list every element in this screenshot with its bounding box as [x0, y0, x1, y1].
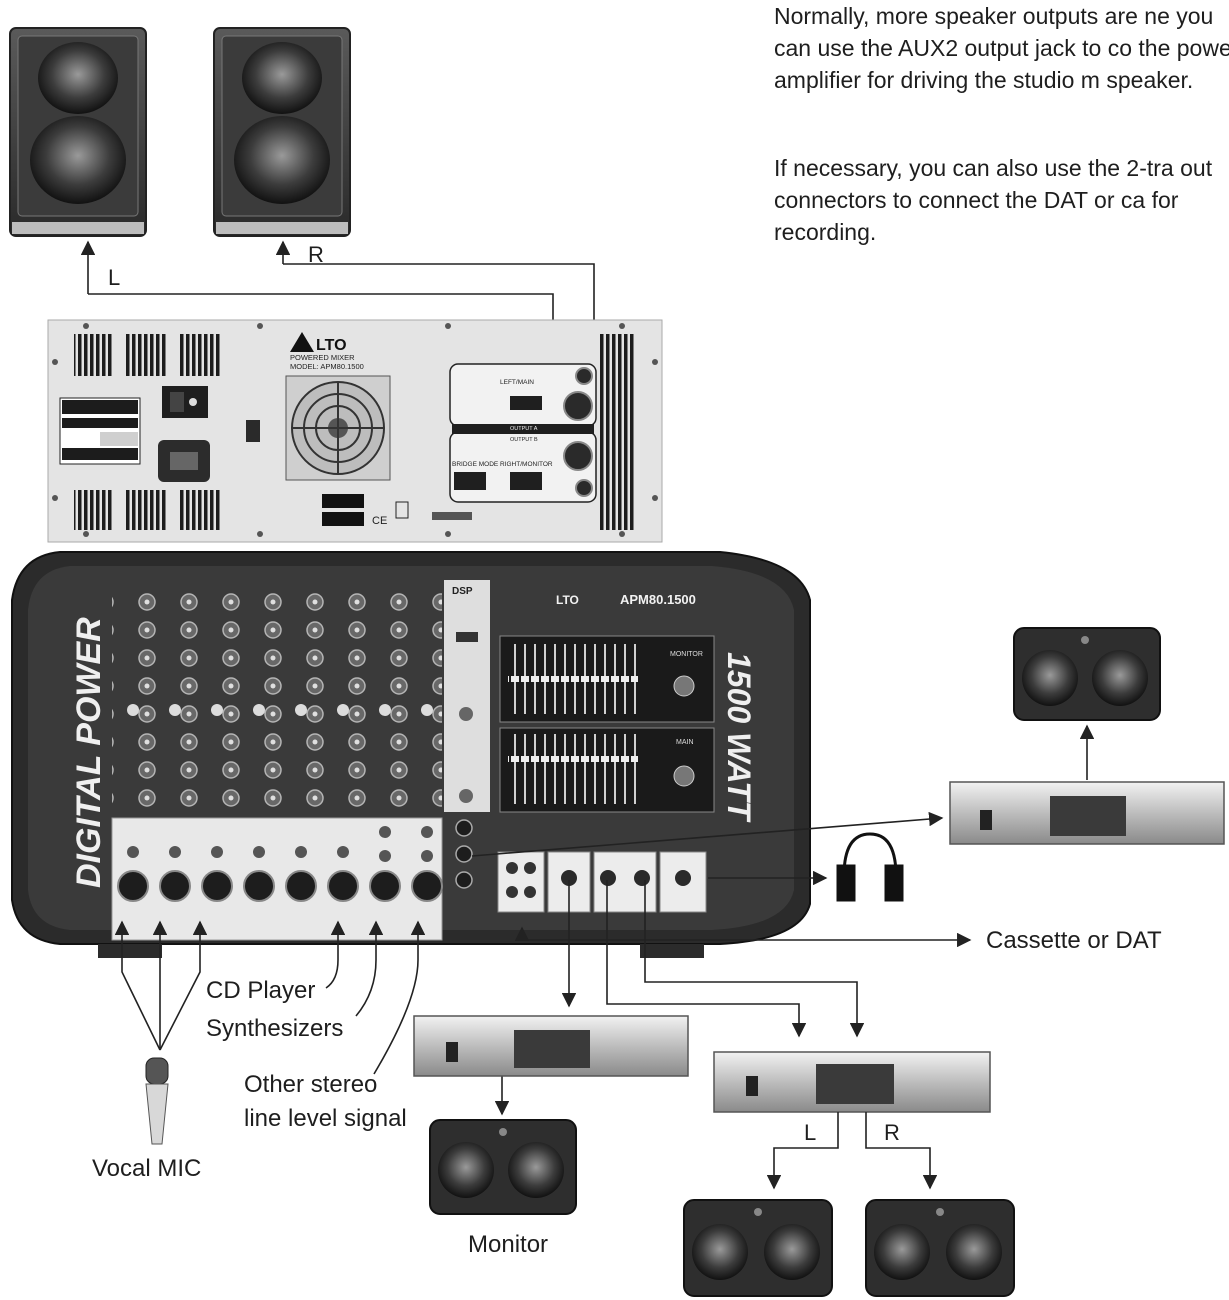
power-amp-monitor — [413, 1015, 689, 1077]
intro-paragraph-2: If necessary, you can also use the 2-tra… — [774, 155, 1213, 245]
studio-monitor-top — [1013, 627, 1161, 721]
watt-text: 1500 WATT — [721, 652, 757, 823]
speaker-left-label: L — [108, 265, 120, 290]
mixer-model: APM80.1500 — [620, 592, 696, 607]
power-amp-right — [949, 781, 1225, 845]
monitor-label: Monitor — [468, 1231, 548, 1258]
svg-text:CE: CE — [372, 515, 387, 527]
rear-line2: MODEL: APM80.1500 — [290, 362, 364, 371]
cd-player-label: CD Player — [206, 977, 315, 1004]
headphones-icon — [836, 832, 904, 902]
intro-paragraph-1: Normally, more speaker outputs are ne yo… — [774, 3, 1229, 93]
mixer-brand: LTO — [556, 593, 579, 607]
amp-left-label: L — [804, 1120, 816, 1145]
main-out-connections — [766, 1112, 938, 1190]
tape-out-connection — [514, 926, 972, 948]
output-b-label: OUTPUT B — [510, 437, 538, 443]
power-amp-main — [713, 1051, 991, 1113]
output-a-label: OUTPUT A — [510, 426, 538, 432]
speaker-right-label: R — [308, 242, 324, 267]
monitor-out-connections — [494, 880, 865, 1116]
synthesizers-label: Synthesizers — [206, 1015, 343, 1042]
digital-power-text: DIGITAL POWER — [70, 617, 108, 888]
main-eq-label: MAIN — [676, 739, 694, 746]
bridge-mode-label: BRIDGE MODE — [452, 461, 499, 468]
mixer-front: DSP LTO APM80.1500 MONITOR MAIN DIGITA — [11, 551, 811, 958]
rear-panel: LTO POWERED MIXER MODEL: APM80.1500 CE L… — [47, 319, 663, 543]
cassette-label: Cassette or DAT — [986, 927, 1162, 954]
main-speaker-right — [213, 27, 351, 237]
monitor-eq-label: MONITOR — [670, 651, 703, 658]
main-speaker-left — [9, 27, 147, 237]
rear-brand: LTO — [316, 337, 347, 354]
other-stereo-label-1: Other stereo — [244, 1071, 377, 1098]
main-speaker-bottom-left — [683, 1199, 833, 1297]
other-stereo-label-2: line level signal — [244, 1105, 407, 1132]
right-monitor-label: RIGHT/MONITOR — [500, 461, 553, 468]
aux2-to-amp-arrow — [471, 811, 944, 857]
left-main-label: LEFT/MAIN — [500, 379, 534, 386]
microphone-icon — [145, 1057, 169, 1145]
vocal-mic-label: Vocal MIC — [92, 1155, 201, 1182]
main-speaker-bottom-right — [865, 1199, 1015, 1297]
dsp-label: DSP — [452, 586, 473, 597]
floor-monitor-speaker — [429, 1119, 577, 1215]
rear-line1: POWERED MIXER — [290, 353, 355, 362]
amp-right-label: R — [884, 1120, 900, 1145]
input-arrows — [114, 920, 426, 1075]
